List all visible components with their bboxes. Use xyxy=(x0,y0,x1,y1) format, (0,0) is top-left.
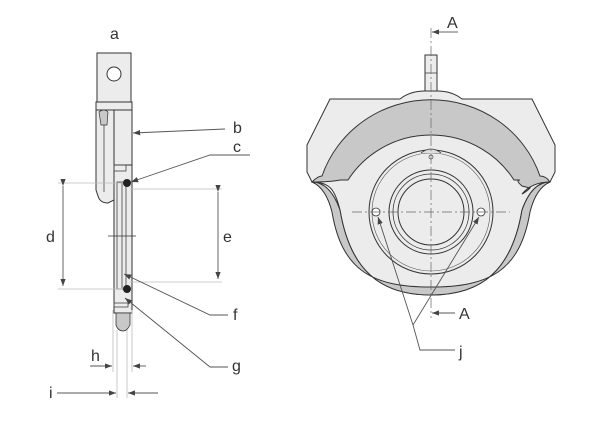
front-view xyxy=(306,28,556,351)
mounting-hole xyxy=(106,66,122,82)
seal-g xyxy=(123,285,131,293)
seat-band-lower xyxy=(311,181,551,296)
label-i: i xyxy=(49,385,53,402)
gate-tip xyxy=(115,312,131,332)
seal-c xyxy=(123,179,131,187)
label-a: a xyxy=(110,26,119,43)
seat-band-upper xyxy=(310,99,551,195)
label-c: c xyxy=(233,139,241,156)
body-top-rim xyxy=(95,101,133,111)
side-view xyxy=(57,52,250,398)
label-b: b xyxy=(233,120,242,137)
label-f: f xyxy=(233,307,238,324)
section-label-top: A xyxy=(447,15,458,32)
label-d: d xyxy=(46,229,55,246)
label-g: g xyxy=(232,358,241,375)
label-e: e xyxy=(223,229,232,246)
label-j: j xyxy=(458,344,463,361)
section-label-bottom: A xyxy=(459,306,470,323)
body-left-wing xyxy=(95,109,115,204)
label-h: h xyxy=(91,348,100,365)
